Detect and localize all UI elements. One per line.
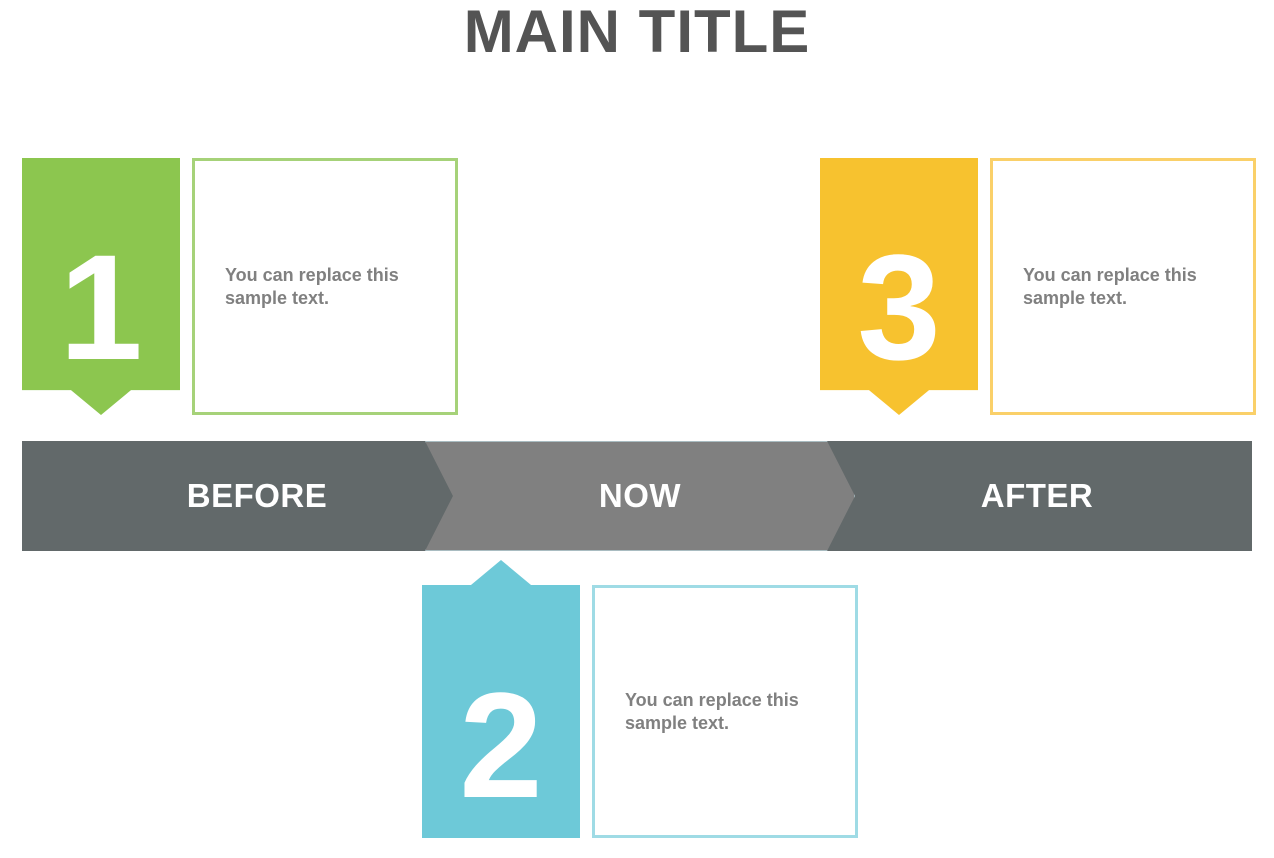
- step-3-text-box[interactable]: You can replace this sample text.: [990, 158, 1256, 415]
- step-1-number-block: 1: [22, 158, 180, 415]
- step-1-body-text: You can replace this sample text.: [225, 264, 399, 308]
- step-2-body-text: You can replace this sample text.: [625, 689, 799, 733]
- step-card-1[interactable]: 1 You can replace this sample text.: [22, 158, 458, 438]
- timeline-label-now: NOW: [598, 477, 682, 514]
- step-card-3[interactable]: 3 You can replace this sample text.: [820, 158, 1256, 438]
- step-card-2[interactable]: 2 You can replace this sample text.: [422, 560, 858, 838]
- step-1-text-box[interactable]: You can replace this sample text.: [192, 158, 458, 415]
- step-3-body-text: You can replace this sample text.: [1023, 264, 1197, 308]
- timeline-segment-now-chevron[interactable]: [425, 441, 855, 551]
- timeline-label-after: AFTER: [980, 477, 1094, 514]
- step-2-text-box[interactable]: You can replace this sample text.: [592, 585, 858, 838]
- step-2-number: 2: [459, 661, 543, 829]
- step-3-number-block: 3: [820, 158, 978, 415]
- step-2-number-block: 2: [422, 560, 580, 838]
- step-1-number: 1: [59, 223, 143, 391]
- timeline-label-before: BEFORE: [186, 477, 328, 514]
- step-3-number: 3: [857, 223, 941, 391]
- page-title: MAIN TITLE: [463, 0, 811, 65]
- timeline-bar: BEFORE NOW AFTER: [22, 441, 1252, 551]
